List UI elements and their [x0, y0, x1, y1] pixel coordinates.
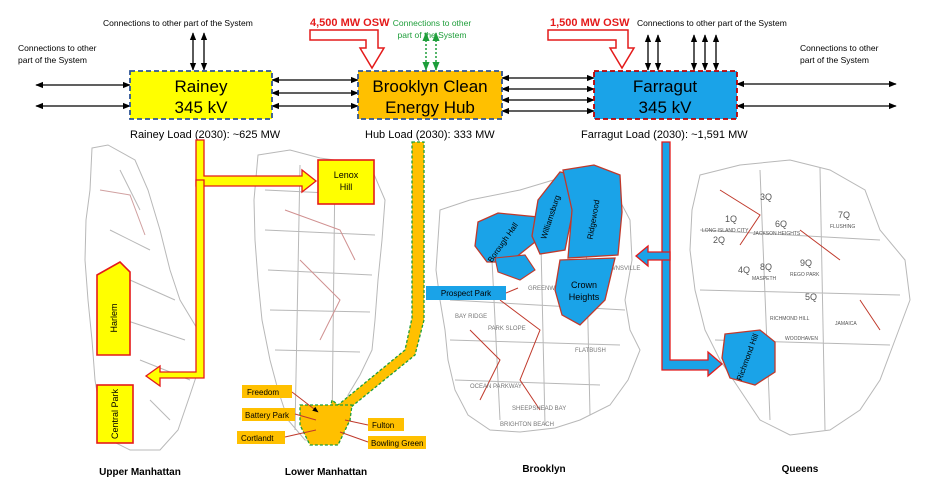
label-flatbush: FLATBUSH: [575, 348, 606, 354]
conn-top-green-line1: Connections to other: [393, 18, 472, 28]
connection-labels: Connections to other part of the System …: [18, 18, 879, 65]
label-1q: 1Q: [725, 214, 737, 224]
label-2q: 2Q: [713, 235, 725, 245]
crown-heights-area[interactable]: [554, 257, 616, 326]
farragut-station[interactable]: Farragut 345 kV: [593, 70, 738, 120]
harlem-area[interactable]: Harlem: [96, 261, 131, 356]
conn-top-green-line2: part of the System: [398, 30, 467, 40]
label-ocean-parkway: OCEAN PARKWAY: [470, 384, 522, 390]
cortlandt-label: Cortlandt: [241, 434, 274, 443]
brooklyn-small-area: [494, 254, 536, 281]
label-richmond-hill-map: RICHMOND HILL: [770, 316, 810, 322]
conn-right-line2: part of the System: [800, 55, 869, 65]
upper-manhattan-map: [84, 144, 201, 451]
label-park-slope: PARK SLOPE: [488, 326, 526, 332]
conn-right-line1: Connections to other: [800, 43, 879, 53]
rainey-load: Rainey Load (2030): ~625 MW: [130, 129, 281, 141]
label-8q: 8Q: [760, 262, 772, 272]
rainey-to-lenox-arrow: [195, 139, 318, 194]
fulton-box[interactable]: [368, 418, 404, 431]
queens-map: [689, 159, 911, 436]
queens-title: Queens: [782, 464, 819, 475]
lower-manhattan-title: Lower Manhattan: [285, 467, 367, 478]
bowling-green-box[interactable]: [368, 436, 426, 449]
label-brownsville: BROWNSVILLE: [597, 266, 640, 272]
label-maspeth: MASPETH: [752, 276, 777, 282]
label-flushing: FLUSHING: [830, 224, 855, 230]
hub-load: Hub Load (2030): 333 MW: [365, 129, 495, 141]
map-titles: Upper Manhattan Lower Manhattan Brooklyn…: [99, 464, 819, 478]
hub-name-line2: Energy Hub: [385, 98, 475, 117]
rainey-voltage: 345 kV: [175, 98, 229, 117]
hub-station[interactable]: Brooklyn Clean Energy Hub: [357, 70, 503, 120]
brooklyn-title: Brooklyn: [522, 464, 565, 475]
prospect-park-label: Prospect Park: [441, 289, 492, 298]
label-9q: 9Q: [800, 258, 812, 268]
prospect-park-box[interactable]: [426, 286, 506, 300]
harlem-label: Harlem: [109, 303, 119, 332]
lower-manhattan-labels: Freedom Battery Park Cortlandt Fulton Bo…: [237, 385, 426, 449]
ridgewood-area[interactable]: [562, 164, 623, 259]
osw-hub-label: 4,500 MW OSW: [310, 17, 390, 29]
lenox-hill-area[interactable]: Lenox Hill: [317, 159, 375, 205]
farragut-load: Farragut Load (2030): ~1,591 MW: [581, 129, 748, 141]
label-7q: 7Q: [838, 210, 850, 220]
upper-manhattan-title: Upper Manhattan: [99, 467, 181, 478]
farragut-voltage: 345 kV: [639, 98, 693, 117]
osw-farragut-label: 1,500 MW OSW: [550, 17, 630, 29]
richmond-hill-area[interactable]: Richmond Hill: [721, 329, 776, 386]
lenox-hill-label-2: Hill: [340, 182, 353, 192]
conn-top-farragut: Connections to other part of the System: [637, 18, 787, 28]
label-brighton-beach: BRIGHTON BEACH: [500, 422, 554, 428]
bowling-green-label: Bowling Green: [371, 439, 423, 448]
label-sheepshead-bay: SHEEPSHEAD BAY: [512, 406, 566, 412]
lower-manhattan-zone[interactable]: [299, 404, 353, 446]
label-4q: 4Q: [738, 265, 750, 275]
conn-left-line2: part of the System: [18, 55, 87, 65]
battery-park-label: Battery Park: [245, 411, 290, 420]
label-rego-park: REGO PARK: [790, 272, 820, 278]
label-5q: 5Q: [805, 292, 817, 302]
label-woodhaven: WOODHAVEN: [785, 336, 818, 342]
cortlandt-box[interactable]: [237, 431, 285, 444]
label-bay-ridge: BAY RIDGE: [455, 314, 487, 320]
queens-place-labels: 1Q 2Q 3Q 4Q 5Q 6Q 7Q 8Q 9Q LONG ISLAND C…: [702, 192, 857, 342]
borough-hall-area[interactable]: [474, 212, 541, 263]
label-6q: 6Q: [775, 219, 787, 229]
hub-name-line1: Brooklyn Clean: [372, 77, 487, 96]
rainey-to-upper-arrow: [144, 179, 205, 388]
prospect-park-pointer: [505, 287, 519, 294]
brooklyn-areas: Borough Hall Williamsburg Ridgewood Crow…: [426, 164, 623, 326]
williamsburg-area[interactable]: [531, 171, 576, 255]
farragut-name: Farragut: [633, 77, 698, 96]
crown-heights-label-1: Crown: [571, 280, 597, 290]
brooklyn-place-labels: BAY RIDGE PARK SLOPE FLATBUSH OCEAN PARK…: [455, 266, 640, 428]
label-3q: 3Q: [760, 192, 772, 202]
crown-heights-label-2: Heights: [569, 292, 600, 302]
freedom-box[interactable]: [242, 385, 292, 398]
conn-top-rainey: Connections to other part of the System: [103, 18, 253, 28]
central-park-label: Central Park: [110, 388, 120, 439]
label-long-island-city: LONG ISLAND CITY: [702, 228, 749, 234]
conn-left-line1: Connections to other: [18, 43, 97, 53]
farragut-to-queens-arrow: [661, 141, 723, 378]
fulton-label: Fulton: [372, 421, 394, 430]
osw-arrow-hub: [309, 29, 386, 70]
transmission-lines: [35, 32, 897, 115]
osw-arrow-farragut: [547, 29, 636, 70]
rainey-name: Rainey: [175, 77, 228, 96]
battery-park-box[interactable]: [242, 408, 295, 421]
label-jamaica: JAMAICA: [835, 321, 857, 327]
freedom-label: Freedom: [247, 388, 279, 397]
label-greenwood: GREENWOOD: [528, 286, 569, 292]
label-jackson-heights: JACKSON HEIGHTS: [753, 231, 801, 237]
central-park-area[interactable]: Central Park: [96, 384, 134, 444]
lower-manhattan-pointers: [284, 391, 369, 443]
lenox-hill-label-1: Lenox: [334, 170, 359, 180]
farragut-to-brooklyn-arrow: [634, 244, 671, 268]
rainey-station[interactable]: Rainey 345 kV: [129, 70, 273, 120]
